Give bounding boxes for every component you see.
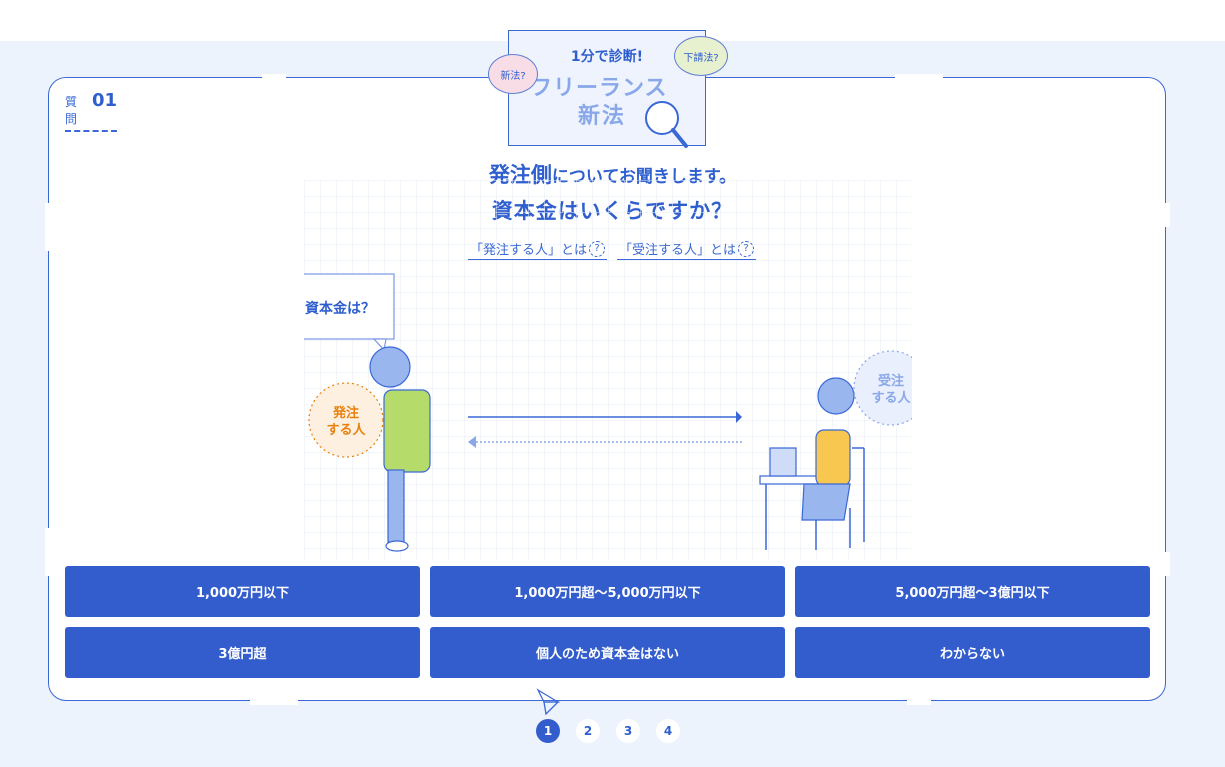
receiver-label-2: する人 <box>871 390 911 406</box>
bubble-subcontract-law: 下請法? <box>674 36 728 76</box>
receiver-person <box>759 377 865 550</box>
definition-links: 「発注する人」とは ? 「受注する人」とは ? <box>468 239 757 260</box>
question-number: 01 <box>91 90 117 111</box>
option-button[interactable]: わからない <box>795 627 1150 678</box>
option-button[interactable]: 3億円超 <box>65 627 420 678</box>
freelance-law-logo: 1分で診断! フリーランス 新法 新法? 下請法? <box>488 30 728 148</box>
definition-orderer-label: 「発注する人」とは <box>470 243 588 258</box>
border-gap <box>250 699 298 705</box>
border-gap <box>907 699 931 705</box>
magnifier-icon <box>645 101 688 148</box>
answer-options: 1,000万円以下 1,000万円超〜5,000万円以下 5,000万円超〜3億… <box>65 566 1150 678</box>
bubble-new-law: 新法? <box>488 54 538 94</box>
page-4[interactable]: 4 <box>656 719 680 743</box>
pagination: 1 2 3 4 <box>536 719 680 743</box>
orderer-label-2: する人 <box>326 422 366 438</box>
orderer-label-1: 発注 <box>332 405 359 421</box>
option-button[interactable]: 1,000万円以下 <box>65 566 420 617</box>
orderer-person <box>369 346 431 552</box>
page-2[interactable]: 2 <box>576 719 600 743</box>
page-3[interactable]: 3 <box>616 719 640 743</box>
definition-orderer-link[interactable]: 「発注する人」とは ? <box>468 239 608 260</box>
paper-plane-icon <box>536 688 560 716</box>
speech-bubble <box>304 273 395 340</box>
question-number-label: 質問 01 <box>65 90 117 132</box>
logo-line1: 1分で診断! <box>570 49 644 65</box>
illustration: 資本金は？ 発注 する人 受注 する人 <box>304 180 912 560</box>
orderer-badge <box>308 382 384 458</box>
receiver-label-1: 受注 <box>878 373 904 389</box>
border-gap <box>45 528 51 576</box>
border-gap <box>1164 203 1170 227</box>
logo-line2: フリーランス <box>530 76 668 101</box>
border-gap <box>262 74 286 80</box>
option-button[interactable]: 1,000万円超〜5,000万円以下 <box>430 566 785 617</box>
border-gap <box>45 203 51 251</box>
speech-text: 資本金は？ <box>305 300 375 317</box>
definition-receiver-label: 「受注する人」とは <box>619 243 737 258</box>
logo-line3: 新法 <box>578 104 627 129</box>
border-gap <box>895 74 943 80</box>
border-gap <box>1164 552 1170 576</box>
definition-receiver-link[interactable]: 「受注する人」とは ? <box>617 239 757 260</box>
receiver-badge <box>853 350 912 426</box>
question-prefix: 質問 <box>65 95 78 126</box>
page-1[interactable]: 1 <box>536 719 560 743</box>
option-button[interactable]: 個人のため資本金はない <box>430 627 785 678</box>
help-icon: ? <box>589 240 606 257</box>
help-icon: ? <box>738 240 755 257</box>
option-button[interactable]: 5,000万円超〜3億円以下 <box>795 566 1150 617</box>
